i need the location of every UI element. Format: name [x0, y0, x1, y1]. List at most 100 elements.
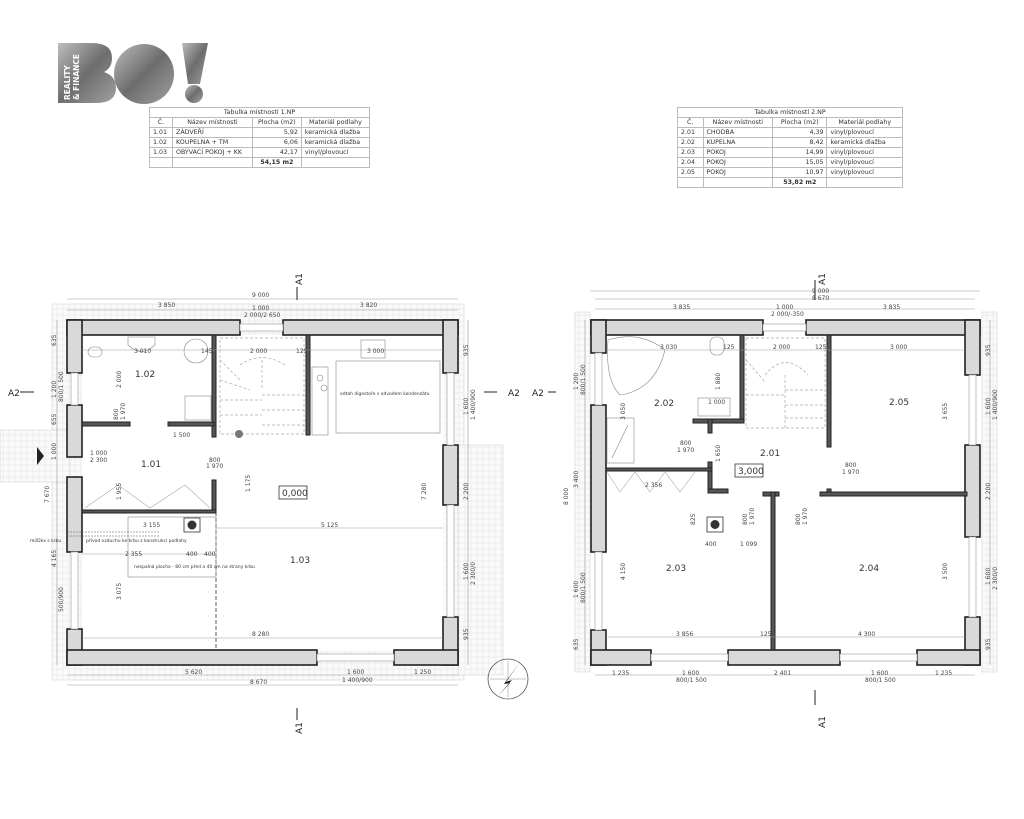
section-marks — [548, 280, 816, 705]
entrance-arrow-icon — [37, 447, 44, 465]
note-wall: ml/Dkx s krbu — [30, 538, 61, 544]
section-mark-a1-top: A1 — [295, 273, 305, 285]
section-mark-a2-left: A2 — [532, 389, 544, 399]
dim-label: 1 600 — [463, 563, 470, 580]
dim-label: 3 850 — [158, 302, 175, 309]
level-box — [734, 463, 764, 478]
dim-label: 9 000 — [252, 292, 269, 299]
dim-label: 800/1 500 — [58, 371, 65, 402]
dim-label: 1 955 — [116, 483, 123, 500]
dim-label: 3 010 — [134, 348, 151, 355]
level-label: 0,000 — [282, 489, 308, 499]
dim-label: 1 200 — [573, 373, 580, 390]
floor-plan-2np: 9 000 8 670 3 835 1 000 2 000/-350 3 835… — [532, 273, 999, 728]
dim-label: 1 600 — [463, 398, 470, 415]
dim-label: 2 000/2 650 — [244, 312, 281, 319]
dim-label: 2 000/-350 — [771, 311, 804, 318]
dim-label: 800 — [209, 457, 221, 464]
svg-text:REALITY: REALITY — [63, 65, 72, 100]
dim-label: 800 — [742, 513, 749, 525]
dim-label: 1 000 — [708, 399, 725, 406]
dim-label: 2 200 — [985, 483, 992, 500]
dim-label: 935 — [985, 344, 992, 356]
dim-label: 8 670 — [250, 679, 267, 686]
dim-label: 3 075 — [116, 583, 123, 600]
dim-label: 800/1 500 — [676, 677, 707, 684]
dim-label: 2 000 — [250, 348, 267, 355]
dim-label: 1 000 — [90, 450, 107, 457]
dim-label: 9 000 — [812, 288, 829, 295]
dim-label: 3 000 — [890, 344, 907, 351]
dim-label: 1 600 — [985, 398, 992, 415]
bo-reality-finance-logo: REALITY & FINANCE — [58, 43, 208, 104]
dim-label: 4 150 — [620, 563, 627, 580]
dimension-lines — [584, 290, 991, 676]
dim-label: 2 300/0 — [992, 567, 999, 590]
staircase — [745, 337, 826, 429]
interior-walls — [81, 334, 311, 650]
dim-label: 4 165 — [51, 550, 58, 567]
dim-label: 1 000 — [252, 305, 269, 312]
dim-label: 1 000 — [776, 304, 793, 311]
facade-hatch-left — [574, 311, 591, 673]
dim-label: 800 — [113, 408, 120, 420]
floor-plan-1np: 3 850 9 000 1 000 2 000/2 650 3 820 5 62… — [0, 273, 529, 734]
exterior-walls — [590, 319, 981, 666]
section-mark-a2-right: A2 — [508, 389, 520, 399]
terrace-paving — [457, 444, 504, 676]
dim-label: 1 600 — [682, 670, 699, 677]
note-air-supply: přívod vzduchu ke krbu z konstrukcí podl… — [86, 537, 187, 544]
dim-label: 1 600 — [347, 669, 364, 676]
dim-label: 8 000 — [563, 488, 570, 505]
dim-label: 800/1 500 — [580, 572, 587, 603]
room-table-2np: Tabulka místností 2.NP Č. Název místnost… — [677, 107, 903, 188]
room-label: 2.02 — [654, 399, 674, 409]
dim-label: 3 655 — [942, 403, 949, 420]
dim-label: 3 400 — [573, 471, 580, 488]
dim-label: 1 235 — [935, 670, 952, 677]
dim-label: 1 880 — [715, 373, 722, 390]
room-label: 1.01 — [141, 460, 161, 470]
wardrobe — [606, 471, 696, 493]
dim-label: 935 — [463, 628, 470, 640]
room-label: 1.02 — [135, 370, 155, 380]
section-mark-a1-bottom: A1 — [818, 716, 828, 728]
dim-label: 3 835 — [673, 304, 690, 311]
section-marks — [20, 287, 497, 720]
dim-label: 125 — [760, 631, 772, 638]
total-area: 53,82 m2 — [772, 177, 828, 188]
north-arrow-icon — [487, 658, 529, 700]
total-row: 54,15 m2 — [149, 157, 371, 168]
dim-label: 800 — [845, 462, 857, 469]
dim-label: 5 620 — [185, 669, 202, 676]
level-box — [278, 485, 308, 500]
dim-label: 2 300 — [90, 457, 107, 464]
staircase — [219, 337, 305, 435]
dim-label: 400 — [705, 541, 717, 548]
dim-label: 3 835 — [883, 304, 900, 311]
dim-label: 4 300 — [858, 631, 875, 638]
total-row: 53,82 m2 — [677, 177, 903, 188]
room-label: 2.01 — [760, 449, 780, 459]
room-label: 2.03 — [666, 564, 686, 574]
dim-label: 7 280 — [421, 483, 428, 500]
dim-label: 1 970 — [842, 469, 859, 476]
dim-label: 500/900 — [58, 587, 65, 612]
room-label: 2.04 — [859, 564, 879, 574]
level-label: 3,000 — [738, 467, 764, 477]
dim-label: 1 400/900 — [992, 389, 999, 420]
kitchen — [311, 339, 441, 436]
dim-label: 3 500 — [942, 563, 949, 580]
interior-1np — [82, 335, 444, 651]
dim-label: 125 — [723, 344, 735, 351]
dim-label: 1 650 — [715, 445, 722, 462]
dim-label: 1 970 — [206, 463, 223, 470]
wardrobe — [84, 484, 211, 509]
dim-label: 800 — [680, 440, 692, 447]
dim-label: 935 — [985, 638, 992, 650]
note-fireplace: nespalná plocha - 80 cm před a 40 cm na … — [134, 563, 255, 570]
interior-walls — [605, 334, 968, 651]
dim-label: 825 — [690, 513, 697, 525]
